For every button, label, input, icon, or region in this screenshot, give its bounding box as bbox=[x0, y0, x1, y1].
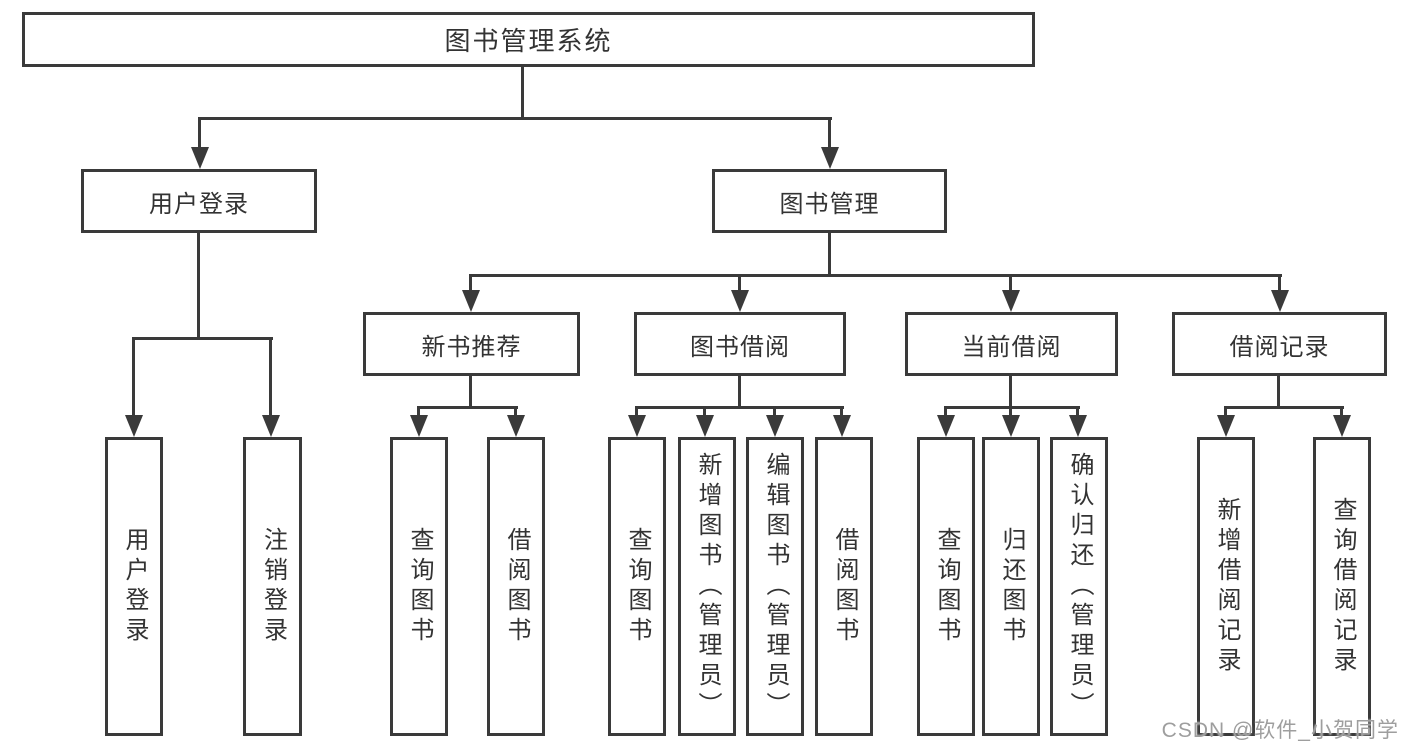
arrow-current-leaf-1 bbox=[936, 406, 955, 437]
leaf-label: 查询借阅记录 bbox=[1329, 496, 1356, 677]
leaf-label: 编辑图书（管理员） bbox=[762, 451, 789, 722]
leaf-label: 新增借阅记录 bbox=[1213, 496, 1240, 677]
connector-root-stem bbox=[521, 67, 524, 119]
arrow-to-current-borrow bbox=[1001, 274, 1020, 312]
leaf-logout: 注销登录 bbox=[243, 437, 302, 736]
connector-current-rail bbox=[944, 406, 1080, 409]
watermark-text: CSDN @软件_小贺同学 bbox=[1161, 719, 1399, 742]
connector-record-rail bbox=[1224, 406, 1344, 409]
leaf-label: 新增图书（管理员） bbox=[694, 451, 721, 722]
arrow-borrow-leaf-3 bbox=[765, 406, 784, 437]
connector-level1-rail bbox=[198, 117, 832, 120]
leaf-label: 归还图书 bbox=[998, 526, 1025, 647]
arrow-to-leaf-user-login bbox=[124, 337, 143, 437]
leaf-user-login: 用户登录 bbox=[105, 437, 163, 736]
connector-borrow-stem bbox=[738, 375, 741, 409]
arrow-new-rec-leaf-1 bbox=[409, 406, 428, 437]
arrow-borrow-leaf-2 bbox=[695, 406, 714, 437]
connector-user-login-stem bbox=[197, 231, 200, 340]
node-root: 图书管理系统 bbox=[22, 12, 1035, 67]
connector-level2-rail bbox=[469, 274, 1282, 277]
arrow-record-leaf-1 bbox=[1216, 406, 1235, 437]
arrow-current-leaf-2 bbox=[1001, 406, 1020, 437]
connector-user-login-rail bbox=[132, 337, 273, 340]
leaf-query-books: 查询图书 bbox=[608, 437, 666, 736]
node-book-borrow: 图书借阅 bbox=[634, 312, 846, 376]
leaf-label: 借阅图书 bbox=[503, 526, 530, 647]
leaf-add-borrow-record: 新增借阅记录 bbox=[1197, 437, 1255, 736]
leaf-label: 查询图书 bbox=[933, 526, 960, 647]
node-borrow-record: 借阅记录 bbox=[1172, 312, 1387, 376]
leaf-borrow-books: 借阅图书 bbox=[815, 437, 873, 736]
node-book-management: 图书管理 bbox=[712, 169, 947, 233]
node-current-borrow: 当前借阅 bbox=[905, 312, 1118, 376]
arrow-to-borrow-record bbox=[1270, 274, 1289, 312]
leaf-query-books: 查询图书 bbox=[917, 437, 975, 736]
arrow-record-leaf-2 bbox=[1332, 406, 1351, 437]
connector-record-stem bbox=[1277, 375, 1280, 409]
leaf-label: 用户登录 bbox=[121, 526, 148, 647]
leaf-confirm-return-admin: 确认归还（管理员） bbox=[1050, 437, 1108, 736]
leaf-query-borrow-record: 查询借阅记录 bbox=[1313, 437, 1371, 736]
arrow-current-leaf-3 bbox=[1068, 406, 1087, 437]
node-user-login: 用户登录 bbox=[81, 169, 317, 233]
connector-book-mgmt-stem bbox=[828, 232, 831, 277]
leaf-label: 查询图书 bbox=[406, 526, 433, 647]
connector-current-stem bbox=[1009, 375, 1012, 409]
leaf-label: 注销登录 bbox=[259, 526, 287, 647]
arrow-borrow-leaf-1 bbox=[627, 406, 646, 437]
leaf-add-books-admin: 新增图书（管理员） bbox=[678, 437, 736, 736]
leaf-edit-books-admin: 编辑图书（管理员） bbox=[746, 437, 804, 736]
connector-new-rec-stem bbox=[469, 375, 472, 409]
leaf-query-books: 查询图书 bbox=[390, 437, 448, 736]
arrow-to-book-management bbox=[820, 117, 839, 169]
leaf-label: 借阅图书 bbox=[831, 526, 858, 647]
arrow-borrow-leaf-4 bbox=[832, 406, 851, 437]
leaf-borrow-books: 借阅图书 bbox=[487, 437, 545, 736]
leaf-label: 确认归还（管理员） bbox=[1066, 451, 1093, 722]
arrow-new-rec-leaf-2 bbox=[506, 406, 525, 437]
leaf-label: 查询图书 bbox=[624, 526, 651, 647]
arrow-to-book-borrow bbox=[730, 274, 749, 312]
arrow-to-new-book-rec bbox=[461, 274, 480, 312]
leaf-return-books: 归还图书 bbox=[982, 437, 1040, 736]
node-new-book-recommend: 新书推荐 bbox=[363, 312, 580, 376]
connector-new-rec-rail bbox=[417, 406, 518, 409]
arrow-to-leaf-logout bbox=[261, 337, 280, 437]
connector-borrow-rail bbox=[635, 406, 844, 409]
arrow-to-user-login bbox=[190, 117, 209, 169]
